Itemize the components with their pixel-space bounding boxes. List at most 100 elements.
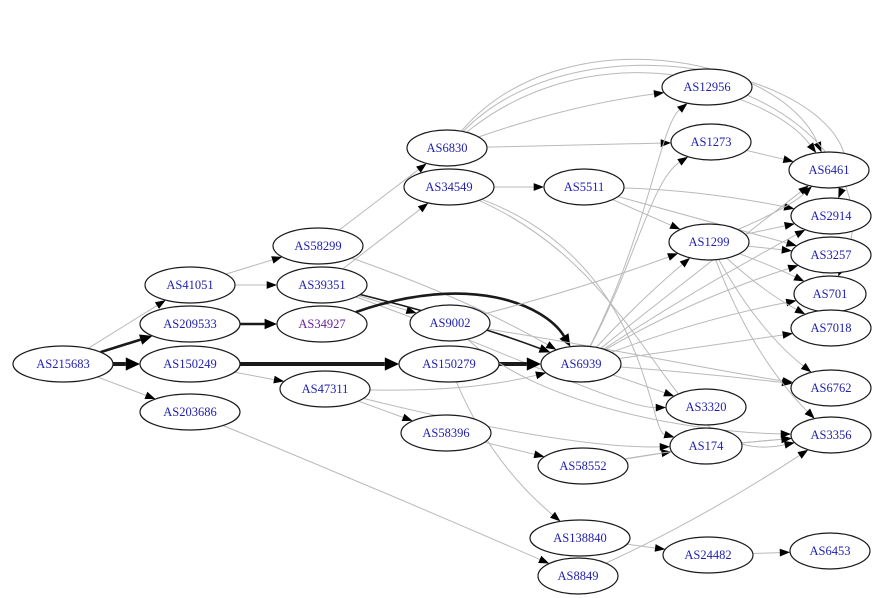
node-ellipse[interactable] [537, 447, 629, 485]
node-AS5511[interactable]: AS5511 [543, 168, 625, 206]
node-label[interactable]: AS5511 [564, 180, 605, 194]
node-label[interactable]: AS174 [689, 439, 724, 453]
node-label[interactable]: AS47311 [302, 382, 349, 396]
node-AS150249[interactable]: AS150249 [139, 345, 241, 383]
node-ellipse[interactable] [272, 227, 364, 265]
node-AS58396[interactable]: AS58396 [400, 414, 492, 452]
node-AS2914[interactable]: AS2914 [790, 197, 872, 235]
node-label[interactable]: AS150249 [163, 357, 216, 371]
node-AS34549[interactable]: AS34549 [403, 168, 495, 206]
node-label[interactable]: AS58299 [294, 239, 341, 253]
node-ellipse[interactable] [540, 345, 622, 383]
node-AS3356[interactable]: AS3356 [790, 416, 872, 454]
node-label[interactable]: AS12956 [683, 80, 730, 94]
node-AS9002[interactable]: AS9002 [409, 304, 491, 342]
node-AS58299[interactable]: AS58299 [272, 227, 364, 265]
node-AS1299[interactable]: AS1299 [668, 223, 750, 261]
node-ellipse[interactable] [276, 266, 368, 304]
node-label[interactable]: AS3356 [811, 428, 852, 442]
node-label[interactable]: AS6939 [561, 357, 602, 371]
node-ellipse[interactable] [279, 370, 371, 408]
node-AS7018[interactable]: AS7018 [790, 309, 872, 347]
node-label[interactable]: AS3320 [686, 400, 727, 414]
node-label[interactable]: AS215683 [36, 357, 89, 371]
node-AS12956[interactable]: AS12956 [661, 68, 753, 106]
node-ellipse[interactable] [276, 305, 368, 343]
node-AS6939[interactable]: AS6939 [540, 345, 622, 383]
node-ellipse[interactable] [409, 304, 491, 342]
node-label[interactable]: AS24482 [684, 548, 731, 562]
node-ellipse[interactable] [398, 345, 500, 383]
node-label[interactable]: AS150279 [422, 357, 475, 371]
node-AS150279[interactable]: AS150279 [398, 345, 500, 383]
node-ellipse[interactable] [790, 197, 872, 235]
node-label[interactable]: AS3257 [811, 248, 852, 262]
node-AS24482[interactable]: AS24482 [662, 536, 754, 574]
node-AS8849[interactable]: AS8849 [537, 557, 619, 595]
node-label[interactable]: AS203686 [163, 405, 216, 419]
node-AS1273[interactable]: AS1273 [670, 123, 752, 161]
node-label[interactable]: AS39351 [298, 278, 345, 292]
node-AS209533[interactable]: AS209533 [139, 305, 241, 343]
node-label[interactable]: AS6461 [809, 163, 850, 177]
node-AS58552[interactable]: AS58552 [537, 447, 629, 485]
node-label[interactable]: AS34549 [425, 180, 472, 194]
node-AS39351[interactable]: AS39351 [276, 266, 368, 304]
node-AS6830[interactable]: AS6830 [406, 129, 488, 167]
node-label[interactable]: AS2914 [811, 209, 853, 223]
node-ellipse[interactable] [788, 151, 870, 189]
node-ellipse[interactable] [139, 305, 241, 343]
node-AS203686[interactable]: AS203686 [139, 393, 241, 431]
node-label[interactable]: AS209533 [163, 317, 216, 331]
node-AS174[interactable]: AS174 [669, 427, 743, 465]
node-label[interactable]: AS1273 [691, 135, 732, 149]
node-AS3257[interactable]: AS3257 [790, 236, 872, 274]
node-ellipse[interactable] [665, 388, 747, 426]
node-label[interactable]: AS58396 [422, 426, 469, 440]
node-ellipse[interactable] [669, 427, 743, 465]
node-AS34927[interactable]: AS34927 [276, 305, 368, 343]
node-ellipse[interactable] [790, 416, 872, 454]
node-AS215683[interactable]: AS215683 [12, 345, 114, 383]
node-AS701[interactable]: AS701 [793, 275, 867, 313]
node-ellipse[interactable] [661, 68, 753, 106]
node-ellipse[interactable] [790, 236, 872, 274]
node-ellipse[interactable] [790, 369, 872, 407]
arrowhead-icon [677, 156, 689, 166]
node-ellipse[interactable] [529, 519, 631, 557]
node-ellipse[interactable] [670, 123, 752, 161]
node-AS6461[interactable]: AS6461 [788, 151, 870, 189]
node-ellipse[interactable] [789, 532, 871, 570]
node-ellipse[interactable] [790, 309, 872, 347]
node-label[interactable]: AS34927 [298, 317, 345, 331]
node-label[interactable]: AS8849 [558, 569, 599, 583]
node-AS47311[interactable]: AS47311 [279, 370, 371, 408]
node-ellipse[interactable] [662, 536, 754, 574]
node-ellipse[interactable] [403, 168, 495, 206]
node-label[interactable]: AS6830 [427, 141, 468, 155]
node-AS41051[interactable]: AS41051 [144, 266, 236, 304]
node-label[interactable]: AS7018 [811, 321, 852, 335]
node-label[interactable]: AS9002 [430, 316, 471, 330]
node-ellipse[interactable] [139, 345, 241, 383]
node-ellipse[interactable] [12, 345, 114, 383]
node-label[interactable]: AS58552 [559, 459, 606, 473]
node-ellipse[interactable] [543, 168, 625, 206]
node-ellipse[interactable] [400, 414, 492, 452]
node-AS6453[interactable]: AS6453 [789, 532, 871, 570]
node-AS3320[interactable]: AS3320 [665, 388, 747, 426]
node-label[interactable]: AS41051 [166, 278, 213, 292]
node-label[interactable]: AS1299 [689, 235, 730, 249]
node-label[interactable]: AS6453 [810, 544, 851, 558]
node-AS6762[interactable]: AS6762 [790, 369, 872, 407]
node-ellipse[interactable] [537, 557, 619, 595]
node-AS138840[interactable]: AS138840 [529, 519, 631, 557]
arrowhead-icon [417, 203, 429, 213]
node-ellipse[interactable] [144, 266, 236, 304]
node-ellipse[interactable] [406, 129, 488, 167]
node-label[interactable]: AS138840 [553, 531, 606, 545]
node-ellipse[interactable] [139, 393, 241, 431]
node-label[interactable]: AS701 [813, 287, 848, 301]
node-ellipse[interactable] [668, 223, 750, 261]
node-label[interactable]: AS6762 [811, 381, 852, 395]
